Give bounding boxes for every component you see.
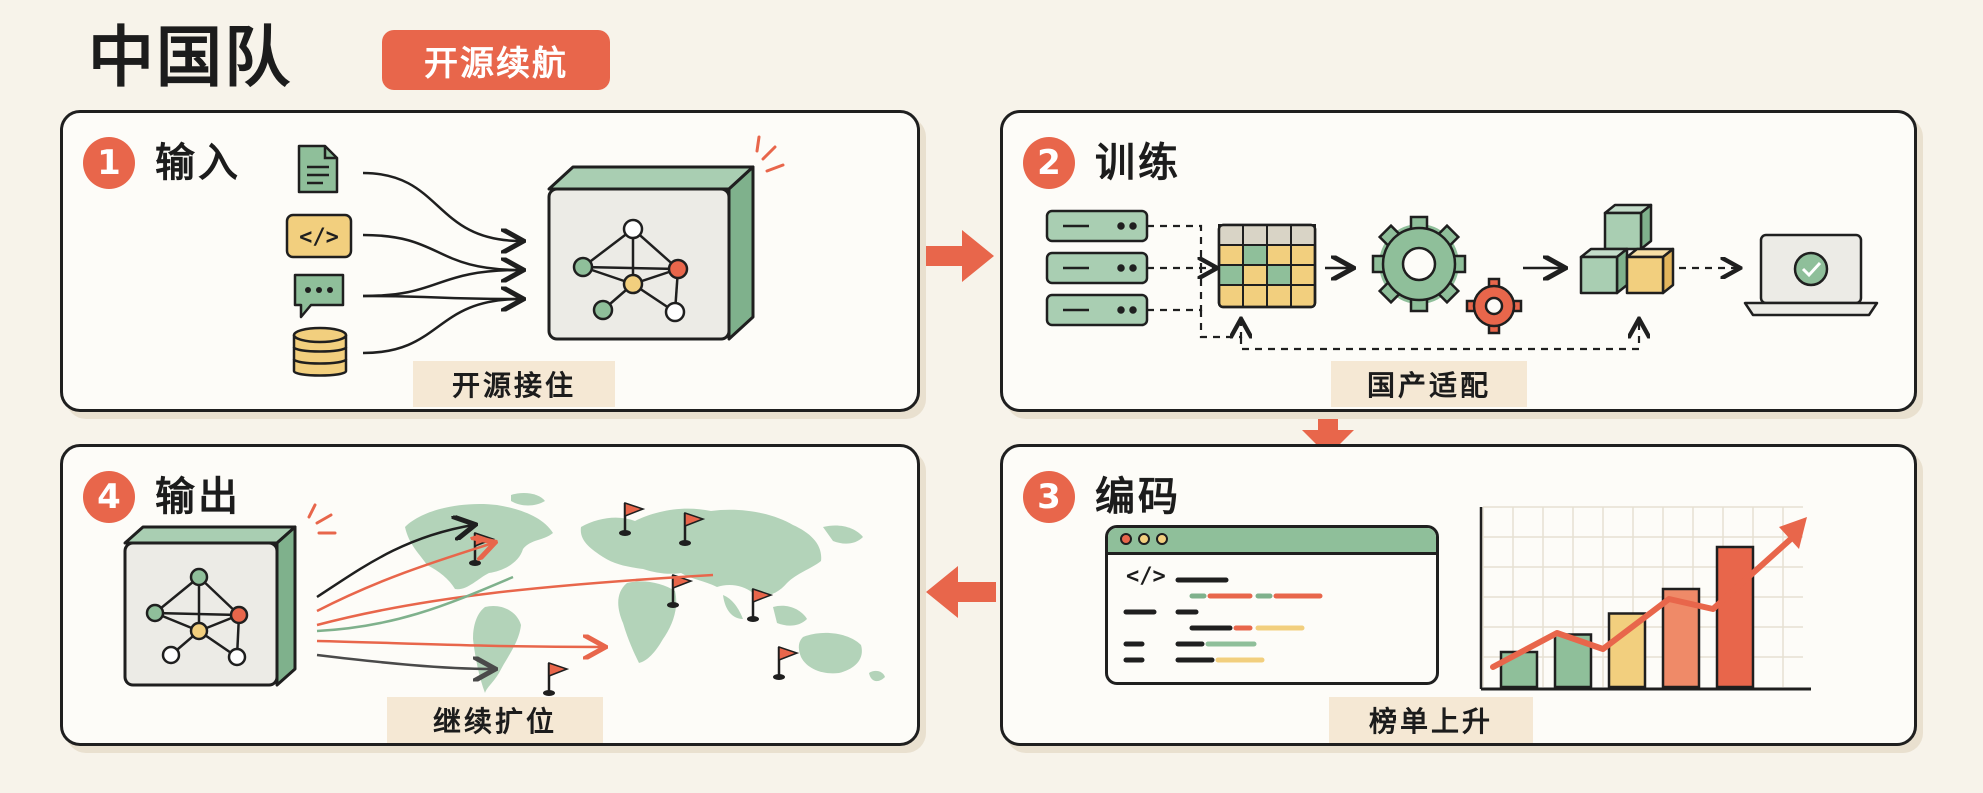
panel-caption: 国产适配 bbox=[1331, 361, 1527, 407]
flag-icon bbox=[773, 645, 800, 680]
code-icon: </> bbox=[285, 213, 353, 259]
editor-title-bar bbox=[1108, 528, 1436, 555]
output-flow-lines bbox=[316, 447, 714, 749]
small-gear-icon bbox=[1465, 277, 1523, 335]
panel-title: 训练 bbox=[1095, 140, 1181, 186]
panel-title: 编码 bbox=[1095, 474, 1181, 520]
page-title: 中国队 bbox=[88, 19, 292, 96]
flow-arrow-down-icon bbox=[1302, 410, 1354, 456]
window-dot-icon bbox=[1120, 533, 1132, 545]
step-number-badge: 3 bbox=[1023, 471, 1075, 523]
server-stack-icon bbox=[1045, 209, 1149, 327]
flag-icon bbox=[543, 661, 570, 696]
ranking-bar-chart bbox=[1479, 506, 1811, 691]
training-panel: 2 训练 bbox=[1000, 110, 1917, 412]
code-icon-label: </> bbox=[299, 225, 339, 250]
gear-icon bbox=[1371, 215, 1467, 313]
data-grid-icon bbox=[1217, 223, 1317, 309]
chart-bar bbox=[1553, 633, 1593, 689]
flow-arrow-right-icon bbox=[924, 230, 994, 282]
training-pipeline bbox=[1045, 203, 1879, 351]
database-icon bbox=[292, 326, 348, 377]
flag-icon bbox=[619, 501, 646, 536]
flow-arrow-left-icon bbox=[926, 566, 996, 618]
chat-bubble-icon bbox=[293, 273, 345, 319]
ai-model-box-icon bbox=[123, 525, 297, 687]
cubes-icon bbox=[1579, 203, 1675, 295]
code-lines bbox=[1123, 577, 1323, 663]
coding-panel: 3 编码 </> bbox=[1000, 444, 1917, 746]
input-flow-lines bbox=[362, 171, 923, 355]
code-editor-window: </> bbox=[1105, 525, 1439, 685]
step-number-badge: 4 bbox=[83, 471, 135, 523]
panel-title: 输入 bbox=[155, 140, 241, 186]
spark-lines-icon bbox=[307, 503, 337, 535]
open-source-tag: 开源续航 bbox=[382, 30, 610, 90]
panel-caption: 榜单上升 bbox=[1329, 697, 1533, 743]
panel-title: 输出 bbox=[155, 474, 241, 520]
ai-model-box-icon bbox=[547, 135, 785, 341]
output-panel: 4 输出 bbox=[60, 444, 920, 746]
input-panel: 1 输入 </> bbox=[60, 110, 920, 412]
panel-caption: 开源接住 bbox=[413, 361, 615, 407]
trend-up-arrow bbox=[1490, 534, 1796, 670]
chart-bar bbox=[1607, 612, 1647, 689]
panel-caption: 继续扩位 bbox=[387, 697, 603, 743]
step-number-badge: 2 bbox=[1023, 137, 1075, 189]
trend-arrow-head bbox=[1779, 517, 1807, 549]
document-icon bbox=[297, 144, 339, 194]
window-dot-icon bbox=[1138, 533, 1150, 545]
step-number-badge: 1 bbox=[83, 137, 135, 189]
chart-bar bbox=[1715, 545, 1755, 689]
flag-icon bbox=[747, 587, 774, 622]
code-prompt: </> bbox=[1126, 564, 1166, 589]
laptop-check-icon bbox=[1743, 233, 1879, 317]
window-dot-icon bbox=[1156, 533, 1168, 545]
flag-icon bbox=[679, 511, 706, 546]
